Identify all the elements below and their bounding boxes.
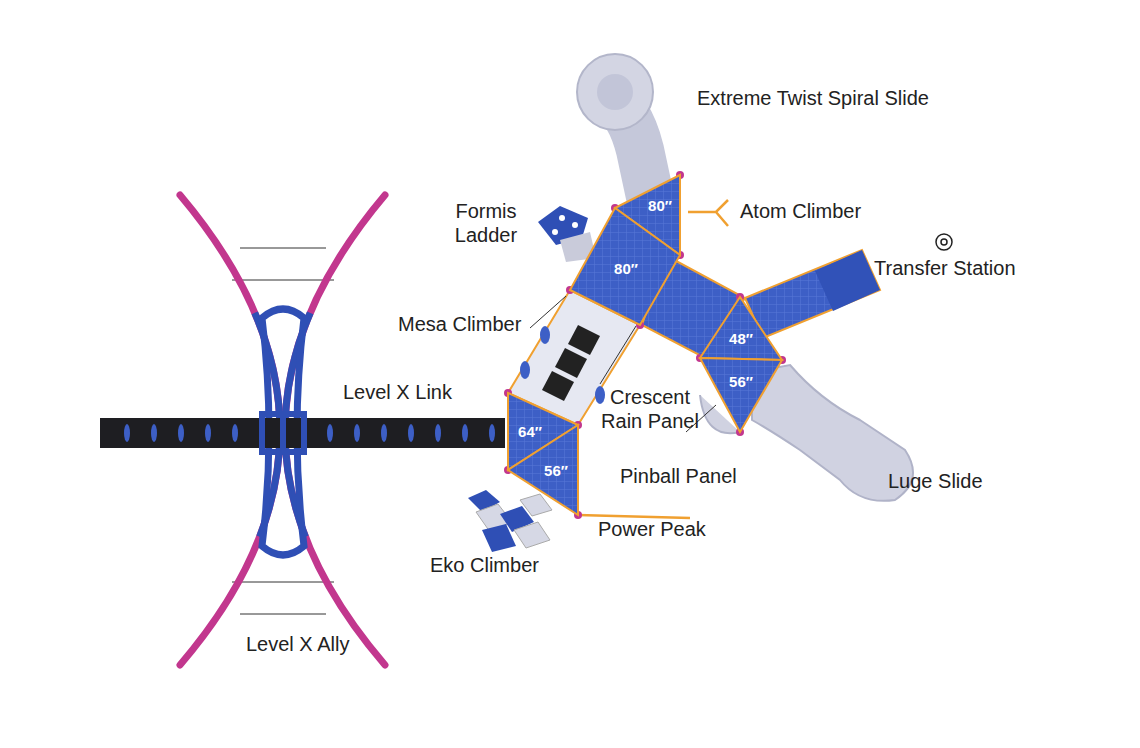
part-label: Atom Climber (740, 199, 861, 223)
part-label: Transfer Station (874, 256, 1016, 280)
atom-climber (688, 200, 728, 226)
leader-line (600, 326, 636, 384)
part-label: Luge Slide (888, 469, 983, 493)
part-label: Mesa Climber (398, 312, 521, 336)
deck-height: 48″ (729, 330, 753, 347)
deck-height: 80″ (648, 197, 672, 214)
deck-platform: 56″ (700, 358, 782, 432)
leader-line (530, 296, 566, 328)
part-label: Crescent Rain Panel (596, 385, 704, 433)
deck-platform: 80″ (570, 208, 680, 325)
part-label: Pinball Panel (620, 464, 737, 488)
level-x-ally (100, 195, 505, 665)
deck-height: 80″ (614, 260, 638, 277)
part-label: Eko Climber (430, 553, 539, 577)
transfer-station (745, 234, 952, 338)
eko-climber (468, 490, 552, 552)
part-label: Level X Link (343, 380, 452, 404)
power-peak (578, 515, 690, 518)
part-label: Formis Ladder (444, 199, 528, 247)
deck-outline (700, 358, 784, 434)
deck-platform: 48″ (700, 297, 782, 360)
part-label: Level X Ally (246, 632, 349, 656)
post-dots (504, 171, 786, 519)
part-label: Power Peak (598, 517, 706, 541)
deck-height: 56″ (544, 462, 568, 479)
deck-height: 64″ (518, 423, 542, 440)
deck-height: 56″ (729, 373, 753, 390)
formis-ladder (538, 206, 596, 262)
part-label: Extreme Twist Spiral Slide (697, 86, 929, 110)
